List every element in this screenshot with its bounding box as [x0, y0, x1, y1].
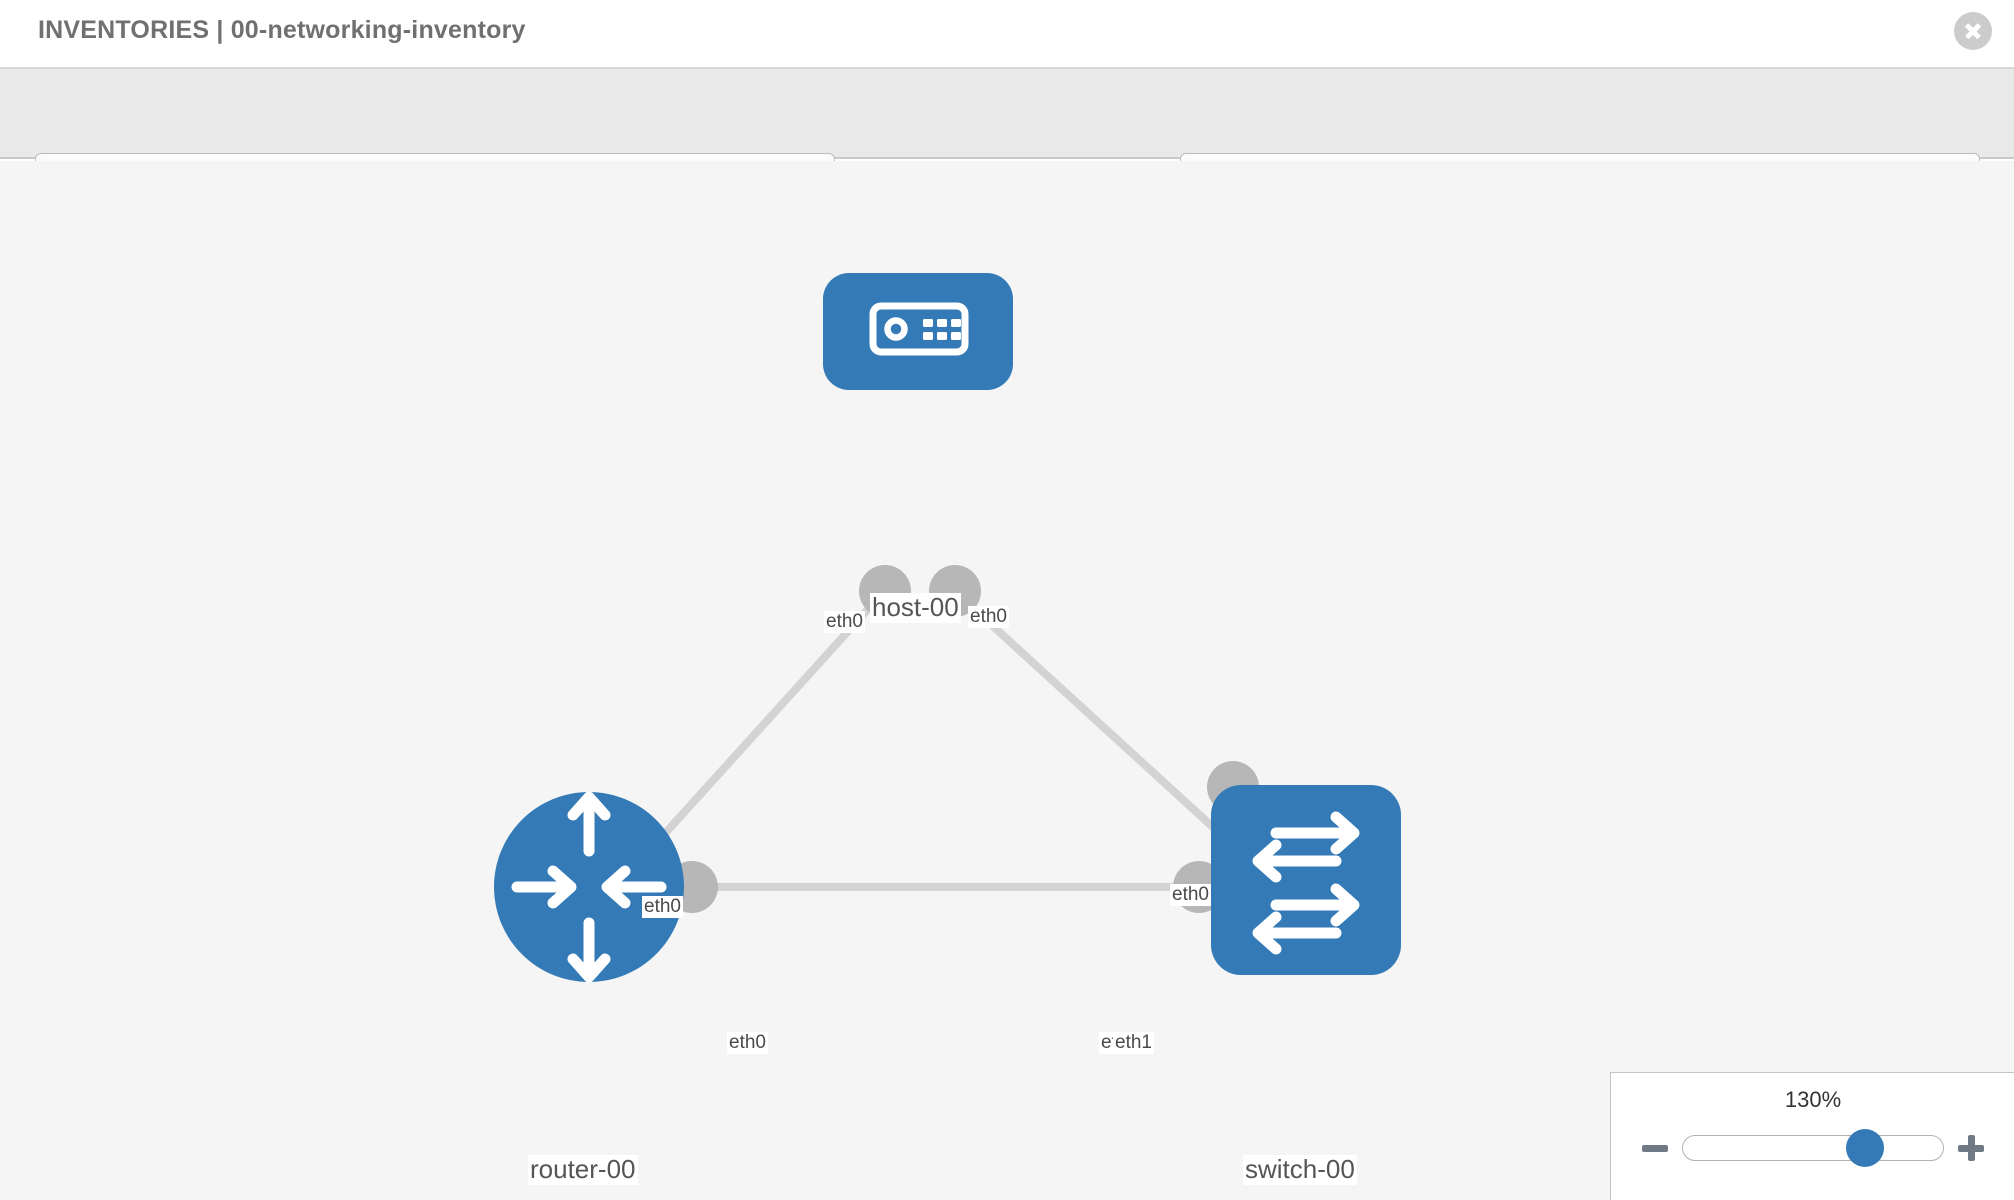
node-host-00-body: [823, 273, 1013, 390]
router-arrows-icon: [511, 791, 667, 983]
node-switch-00: [1211, 785, 1401, 975]
zoom-in-button[interactable]: [1958, 1135, 1984, 1161]
page-title: INVENTORIES | 00-networking-inventory: [38, 16, 526, 44]
node-router-00: [494, 791, 684, 983]
topology-links: [637, 593, 1253, 891]
zoom-out-button[interactable]: [1642, 1144, 1668, 1152]
node-switch-00-body: [1211, 785, 1401, 975]
topology-graph: [494, 273, 1401, 983]
zoom-control-panel: 130%: [1610, 1072, 2014, 1200]
zoom-level-value: 130%: [1784, 1087, 1842, 1112]
window-header: INVENTORIES | 00-networking-inventory: [0, 0, 2014, 69]
node-label-host-00: host-00: [870, 592, 961, 623]
close-icon[interactable]: [1954, 12, 1992, 50]
node-host-00: [823, 273, 1013, 390]
link-host-router: [637, 593, 883, 864]
zoom-slider[interactable]: [1682, 1129, 1944, 1167]
server-appliance-icon: [869, 302, 969, 356]
zoom-slider-thumb[interactable]: [1846, 1129, 1884, 1167]
link-host-switch: [957, 593, 1253, 864]
iface-label-host-left: eth0: [824, 611, 865, 633]
node-label-switch-00: switch-00: [1243, 1154, 1357, 1185]
iface-label-switch-left-front: eth1: [1113, 1032, 1154, 1054]
switch-arrows-icon: [1252, 811, 1360, 955]
toolbar: ACTIONS SEARCH: [0, 69, 2014, 205]
iface-label-switch-up: eth0: [1170, 884, 1211, 906]
node-label-router-00: router-00: [528, 1154, 638, 1185]
topology-canvas[interactable]: eth0 eth0 eth0 eth0 eth0 eth eth1 host-0…: [0, 161, 2014, 1200]
iface-label-router-up: eth0: [642, 896, 683, 918]
zoom-slider-row: [1611, 1125, 2014, 1171]
node-router-00-body: [494, 792, 684, 982]
iface-label-host-right: eth0: [968, 606, 1009, 628]
iface-label-router-right: eth0: [727, 1032, 768, 1054]
